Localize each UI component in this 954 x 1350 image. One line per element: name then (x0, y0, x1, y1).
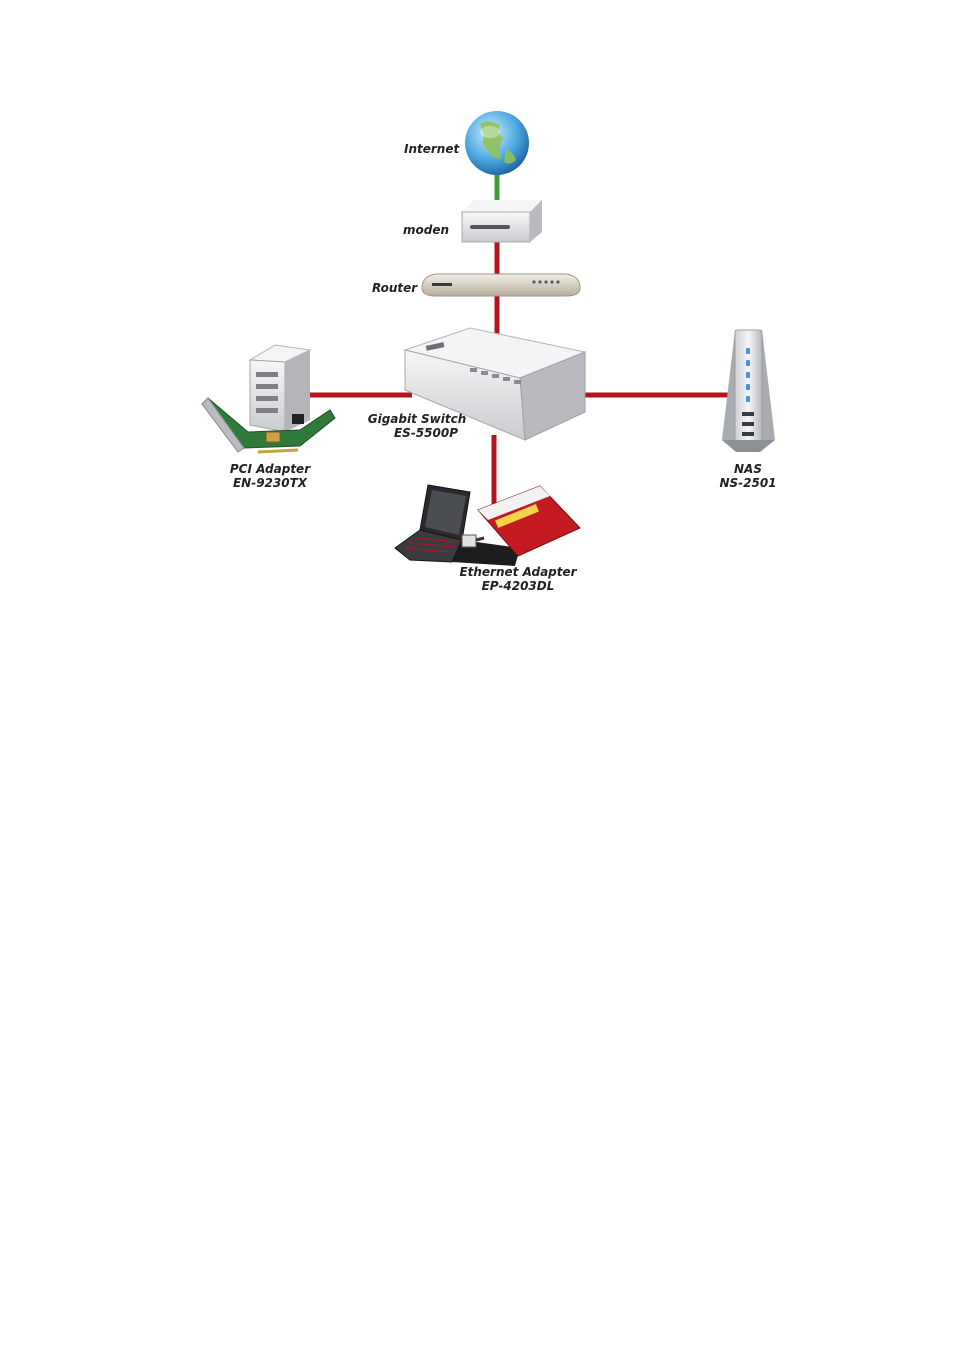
ethernet-adapter-model: EP-4203DL (452, 579, 584, 593)
router-label: Router (372, 281, 417, 295)
router-icon (422, 274, 580, 296)
switch-label: Gigabit Switch ES-5500P (362, 412, 472, 440)
nas-label: NAS NS-2501 (708, 462, 788, 490)
nas-model: NS-2501 (708, 476, 788, 490)
nas-icon (722, 330, 775, 452)
switch-model: ES-5500P (362, 426, 472, 440)
pci-adapter-name: PCI Adapter (222, 462, 318, 476)
internet-label: Internet (404, 142, 459, 156)
ethernet-adapter-label: Ethernet Adapter EP-4203DL (452, 565, 584, 593)
globe-icon (465, 111, 529, 175)
modem-label: moden (403, 223, 449, 237)
pci-adapter-label: PCI Adapter EN-9230TX (222, 462, 318, 490)
ethernet-adapter-name: Ethernet Adapter (452, 565, 584, 579)
switch-name: Gigabit Switch (362, 412, 472, 426)
pci-adapter-model: EN-9230TX (222, 476, 318, 490)
nas-name: NAS (708, 462, 788, 476)
modem-icon (462, 200, 542, 242)
